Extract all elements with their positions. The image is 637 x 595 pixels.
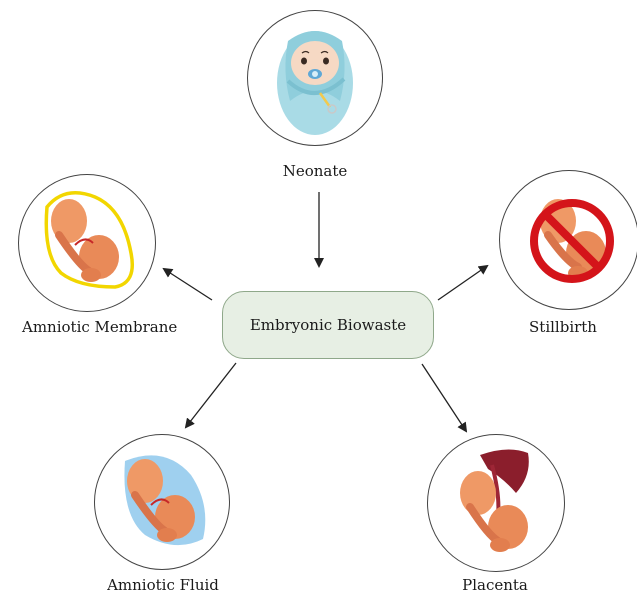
center-node-embryonic-biowaste: Embryonic Biowaste (222, 291, 434, 359)
fetus-in-fluid-icon (124, 455, 206, 546)
placenta-circle (427, 434, 565, 572)
arrow-to-placenta (421, 363, 468, 433)
stillbirth-circle (499, 170, 637, 310)
center-label: Embryonic Biowaste (249, 316, 407, 334)
amniotic-membrane-circle (18, 174, 156, 312)
neonate-label: Neonate (282, 162, 348, 180)
placenta-label: Placenta (462, 576, 528, 594)
amniotic-fluid-circle (94, 434, 230, 570)
prohibited-fetus-icon (530, 199, 614, 283)
neonate-circle (247, 10, 383, 146)
arrow-to-amniotic-fluid (184, 362, 237, 429)
fetus-with-membrane-icon (44, 191, 134, 289)
swaddled-baby-icon (277, 31, 353, 135)
arrow-to-stillbirth (437, 264, 489, 301)
amniotic-fluid-label: Amniotic Fluid (107, 576, 219, 594)
fetus-with-placenta-icon (460, 449, 529, 552)
arrow-to-amniotic-membrane (162, 267, 213, 301)
amniotic-membrane-label: Amniotic Membrane (22, 318, 178, 336)
stillbirth-label: Stillbirth (529, 318, 597, 336)
